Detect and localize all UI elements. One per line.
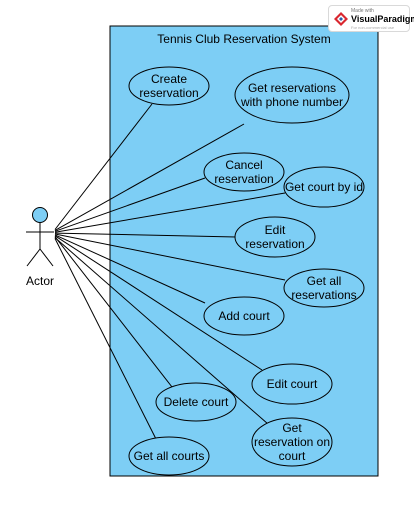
association-get-reservation-on-court	[54, 237, 269, 425]
use-case-label: Get all	[307, 274, 342, 288]
use-case-ellipse	[234, 66, 350, 124]
use-case-label: Get court by id	[285, 180, 363, 194]
visual-paradigm-badge: Made with VisualParadigm For non-commerc…	[328, 5, 414, 32]
association-edit-court	[54, 235, 263, 371]
use-case-label: Add court	[218, 309, 270, 323]
use-case-get-court-by-id[interactable]: Get court by id	[283, 166, 365, 208]
use-case-ellipse	[155, 382, 237, 422]
use-case-label: Edit court	[267, 377, 318, 391]
use-case-label: Delete court	[164, 395, 229, 409]
use-case-ellipse	[234, 216, 316, 258]
use-case-get-all-courts[interactable]: Get all courts	[128, 436, 210, 476]
association-get-all-courts	[54, 238, 157, 440]
association-get-court-by-id	[54, 192, 286, 233]
use-case-label: Cancel	[225, 158, 262, 172]
use-case-label: Get reservations	[248, 81, 336, 95]
use-case-label: court	[279, 449, 306, 463]
use-case-ellipse	[283, 268, 365, 308]
badge-small-text: Made with	[351, 8, 374, 14]
use-case-label: reservation on	[254, 435, 330, 449]
association-lines	[54, 103, 286, 440]
use-case-label: Create	[151, 72, 187, 86]
use-case-ellipse	[251, 363, 333, 405]
badge-tag: For non-commercial use	[351, 25, 395, 30]
actor[interactable]: Actor	[26, 207, 54, 289]
use-case-ellipse	[203, 152, 285, 192]
association-get-reservations-with-phone-number	[54, 123, 245, 231]
use-case-label: reservation	[214, 172, 273, 186]
use-case-ellipse	[203, 296, 285, 336]
actor-right-leg	[39, 248, 54, 267]
association-get-all-reservations	[54, 233, 286, 281]
use-case-label: reservation	[139, 86, 198, 100]
use-case-label: reservations	[291, 288, 356, 302]
use-case-label: reservation	[245, 237, 304, 251]
use-case-delete-court[interactable]: Delete court	[155, 382, 237, 422]
use-case-label: with phone number	[240, 95, 343, 109]
use-case-add-court[interactable]: Add court	[203, 296, 285, 336]
actor-label: Actor	[26, 274, 54, 288]
use-case-ellipse	[251, 417, 333, 467]
use-case-label: Get	[282, 421, 302, 435]
association-add-court	[54, 234, 206, 304]
association-edit-reservation	[54, 232, 237, 238]
system-title: Tennis Club Reservation System	[157, 32, 330, 46]
use-case-ellipse	[283, 166, 365, 208]
badge-name: VisualParadigm	[351, 14, 414, 24]
association-create-reservation	[54, 103, 153, 230]
use-case-ellipse	[128, 436, 210, 476]
actor-head	[32, 207, 48, 223]
association-cancel-reservation	[54, 177, 206, 232]
actor-left-leg	[26, 248, 41, 267]
use-case-edit-court[interactable]: Edit court	[251, 363, 333, 405]
use-case-label: Edit	[265, 223, 286, 237]
visual-paradigm-logo-icon	[334, 12, 348, 26]
association-delete-court	[54, 236, 173, 388]
use-case-ellipse	[128, 66, 210, 106]
use-case-label: Get all courts	[134, 449, 205, 463]
